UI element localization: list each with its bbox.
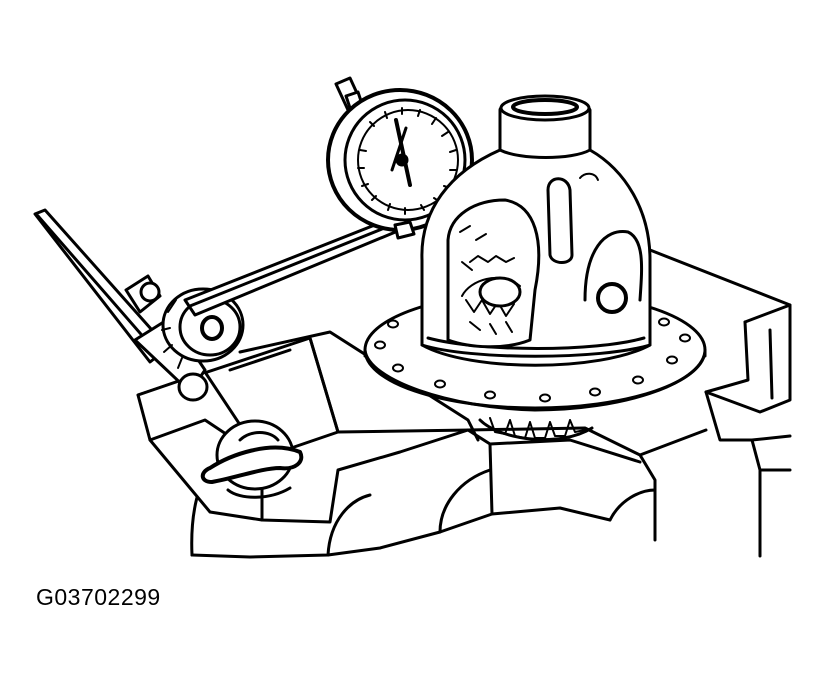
clamp-knob xyxy=(161,287,245,369)
indicator-arm xyxy=(183,213,407,317)
figure-code: G03702299 xyxy=(36,584,161,610)
bench-vise xyxy=(136,248,792,559)
magnetic-base xyxy=(136,370,304,522)
differential-case xyxy=(363,94,707,442)
indicator-plunger-tip xyxy=(461,261,473,271)
